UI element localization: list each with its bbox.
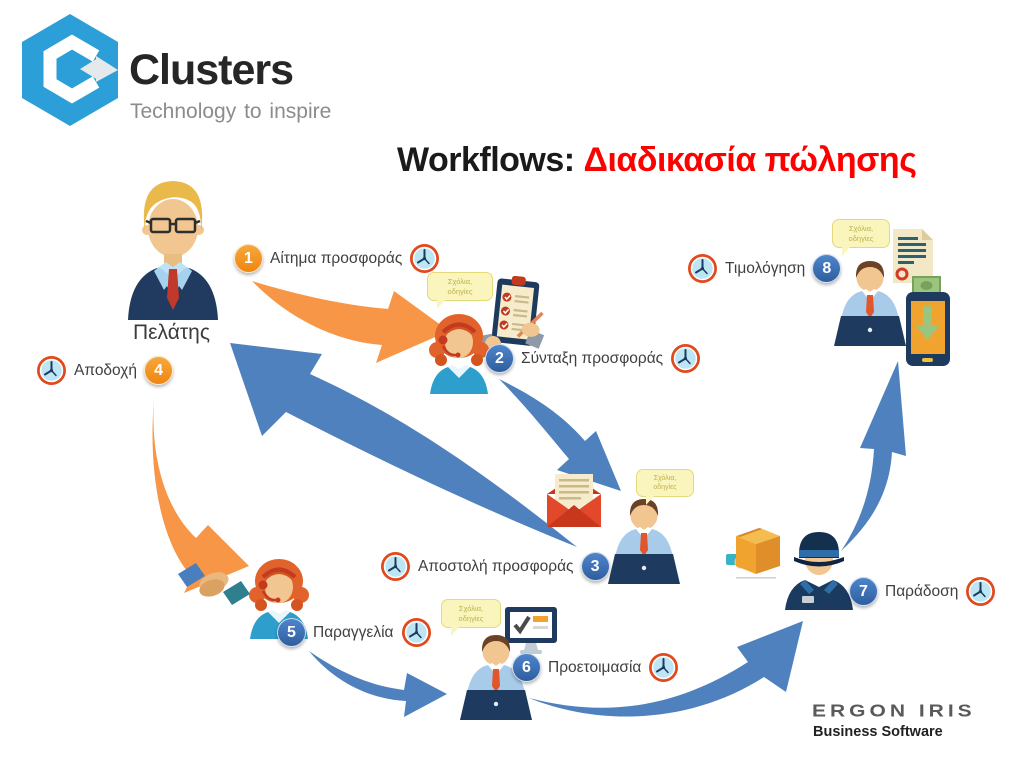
step-5-badge: 5 [277, 618, 306, 647]
arrow-step1-to-step2 [252, 281, 449, 363]
package-icon [726, 516, 788, 580]
laptop-user-illustration [596, 494, 692, 586]
step-7-label: Παράδοση [885, 582, 959, 600]
step-2-badge: 2 [485, 344, 514, 373]
brand-tagline: Technology to inspire [130, 100, 332, 123]
step-3-badge: 3 [580, 552, 610, 581]
step-row-2: 2 Σύνταξη προσφοράς [485, 343, 701, 374]
customer-label: Πελάτης [133, 321, 210, 344]
arrow-step2-to-step3 [499, 379, 621, 491]
clock-icon [670, 343, 701, 374]
monitor-checklist-icon [504, 606, 558, 658]
invoice-document-icon [891, 227, 935, 285]
step-7-badge: 7 [849, 577, 878, 606]
arrow-step7-to-step8 [841, 361, 906, 551]
step-row-1: 1 Αίτημα προσφοράς [234, 243, 440, 274]
ergon-iris-subtitle: Business Software [813, 724, 943, 740]
bubble-line-1: Σχόλια, [653, 475, 677, 482]
step-row-6: 6 Προετοιμασία [512, 652, 679, 683]
clock-icon [965, 576, 996, 607]
bubble-line-2: οδηγίες [458, 614, 484, 624]
bubble-line-2: οδηγίες [653, 484, 677, 492]
laptop-user-illustration [822, 256, 918, 348]
envelope-icon [544, 468, 604, 530]
step-8-badge: 8 [812, 254, 842, 283]
laptop-user-illustration [448, 630, 544, 722]
step-row-3: Αποστολή προσφοράς 3 [380, 551, 610, 582]
clock-icon [36, 355, 67, 386]
clock-icon [648, 652, 679, 683]
step-5-label: Παραγγελία [313, 623, 394, 641]
speech-bubble: Σχόλια, οδηγίες [832, 219, 890, 257]
step-6-label: Προετοιμασία [548, 658, 642, 676]
step-3-label: Αποστολή προσφοράς [418, 557, 574, 575]
step-4-badge: 4 [144, 356, 174, 385]
step-row-5: 5 Παραγγελία [277, 617, 432, 648]
customer-illustration [112, 172, 234, 320]
step-row-4: Αποδοχή 4 [36, 355, 174, 386]
arrow-customer-to-step5 [152, 399, 249, 593]
speech-bubble: Σχόλια, οδηγίες [427, 272, 493, 310]
step-2-label: Σύνταξη προσφοράς [521, 349, 664, 367]
bubble-line-1: Σχόλια, [458, 604, 484, 613]
arrow-step3-to-customer [230, 343, 577, 547]
step-1-badge: 1 [234, 244, 263, 273]
step-6-badge: 6 [512, 653, 541, 682]
step-4-label: Αποδοχή [74, 361, 138, 379]
clock-icon [687, 253, 718, 284]
clock-icon [401, 617, 432, 648]
headset-agent-illustration [244, 553, 314, 641]
courier-illustration [782, 524, 856, 610]
step-8-label: Τιμολόγηση [725, 259, 806, 277]
clock-icon [409, 243, 440, 274]
speech-bubble: Σχόλια, οδηγίες [441, 599, 501, 637]
bubble-line-1: Σχόλια, [848, 224, 874, 233]
title-highlight: Διαδικασία πώλησης [583, 141, 917, 179]
bubble-line-2: οδηγίες [447, 287, 473, 297]
page-title: Workflows: Διαδικασία πώλησης [397, 141, 917, 180]
clipboard-checklist-icon [474, 275, 554, 358]
payment-phone-icon [904, 276, 952, 368]
step-row-7: 7 Παράδοση [849, 576, 996, 607]
clusters-logo-icon [22, 14, 118, 126]
headset-agent-illustration [424, 310, 494, 394]
clock-icon [380, 551, 411, 582]
title-prefix: Workflows: [397, 141, 584, 179]
handshake-icon [178, 558, 250, 610]
speech-bubble: Σχόλια, οδηγίες [636, 469, 694, 505]
step-row-8: Τιμολόγηση 8 [687, 253, 842, 284]
brand-name: Clusters [129, 46, 294, 94]
ergon-iris-logo: ERGON IRIS [812, 701, 976, 721]
bubble-line-1: Σχόλια, [447, 277, 473, 286]
arrow-step5-to-step6 [309, 651, 447, 717]
step-1-label: Αίτημα προσφοράς [270, 249, 403, 267]
bubble-line-2: οδηγίες [848, 234, 874, 244]
arrow-step6-to-step7 [529, 621, 803, 717]
